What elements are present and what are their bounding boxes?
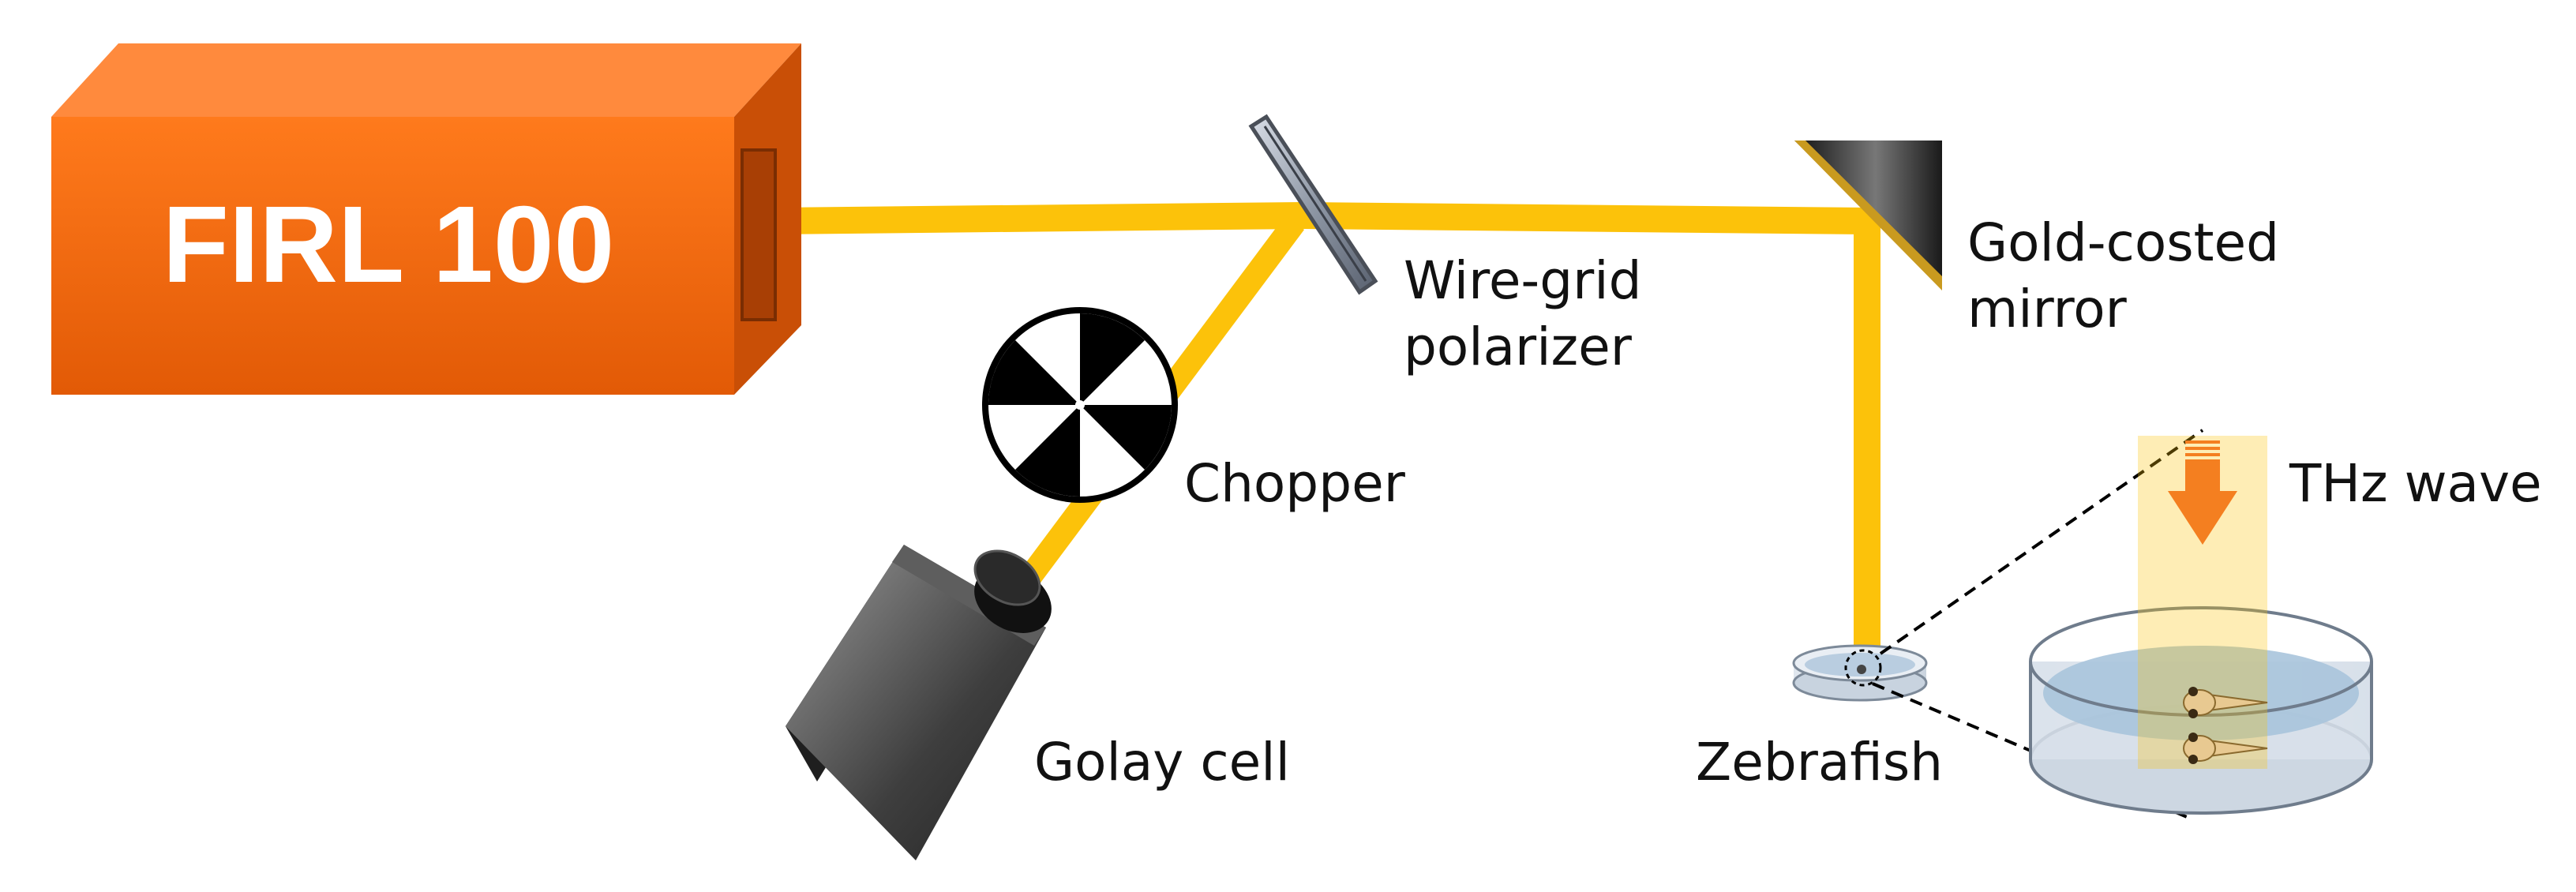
arrow-line-1	[2185, 440, 2220, 444]
arrow-line-3	[2185, 453, 2220, 456]
thz-down-arrow	[2168, 440, 2237, 545]
fish-body-2	[2183, 735, 2216, 762]
firl-laser-source: FIRL 100	[51, 43, 801, 395]
fish-eye-2a	[2188, 733, 2198, 742]
zoom-line-upper	[1879, 429, 2204, 655]
golay-cell-label: Golay cell	[1034, 732, 1290, 793]
labels: Wire-grid polarizer Gold-costed mirror C…	[1034, 212, 2542, 793]
arrow-line-2	[2185, 447, 2220, 450]
fish-eye-2b	[2188, 755, 2198, 764]
golay-cell-detector	[786, 545, 1052, 860]
laser-front-face	[51, 117, 734, 395]
thz-wave-label: THz wave	[2289, 453, 2542, 514]
beam-path-main	[769, 201, 1880, 655]
mirror-label-line1: Gold-costed	[1967, 212, 2279, 273]
chopper	[982, 307, 1178, 503]
zoomed-dish-view	[2029, 436, 2373, 815]
zebrafish-larva-2	[2183, 733, 2268, 764]
fish-eye-1b	[2188, 709, 2198, 718]
zebrafish-label: Zebrafish	[1696, 732, 1943, 793]
zebrafish-larva-1	[2183, 687, 2268, 718]
laser-output-port	[741, 148, 777, 321]
polarizer-label-line2: polarizer	[1404, 317, 1633, 377]
zebrafish-sample-dish	[1792, 644, 1928, 702]
mirror-gold-face	[1794, 141, 1942, 290]
chopper-label: Chopper	[1184, 453, 1406, 514]
sample-fish-mark	[1857, 665, 1866, 674]
fish-body-1	[2183, 689, 2216, 716]
wire-grid-polarizer	[1248, 114, 1378, 295]
chopper-hub	[1075, 400, 1085, 410]
mirror-label-line2: mirror	[1967, 279, 2128, 339]
polarizer-label-line1: Wire-grid	[1404, 250, 1642, 311]
small-dish-water	[1805, 653, 1915, 676]
polarizer-edge	[1263, 126, 1367, 282]
focus-spot	[1844, 649, 1882, 687]
laser-top-face	[51, 43, 801, 117]
golay-body	[786, 545, 1046, 860]
chopper-blades	[988, 313, 1172, 497]
fish-eye-1a	[2188, 687, 2198, 696]
arrow-shaft	[2185, 459, 2220, 491]
laser-label: FIRL 100	[163, 184, 615, 305]
golay-window-top	[973, 549, 1041, 606]
arrow-head	[2168, 491, 2237, 545]
gold-coated-mirror	[1794, 141, 1942, 290]
